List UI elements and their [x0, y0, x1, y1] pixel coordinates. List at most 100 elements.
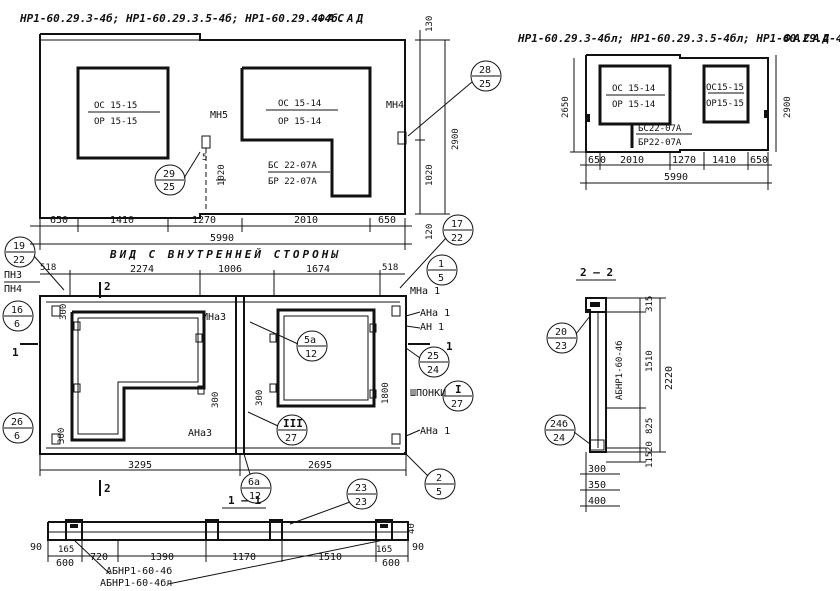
inner-opening-left — [70, 310, 206, 442]
svg-text:2900: 2900 — [783, 96, 793, 118]
facade-dims-vertical: 130 2900 1020 120 — [415, 16, 461, 240]
svg-text:825: 825 — [645, 418, 655, 434]
svg-text:III: III — [283, 417, 303, 430]
label-mna1: МНа 1 — [410, 286, 440, 297]
svg-text:25: 25 — [479, 79, 491, 90]
svg-text:1674: 1674 — [306, 264, 330, 275]
bubble-1-5: 1 5 — [426, 254, 458, 286]
label-ana1-bottom: АНа 1 — [420, 426, 450, 437]
section-22-profile: АБНР1-60-4б — [585, 297, 625, 453]
cut-1-right: 1 — [446, 340, 453, 353]
inner-dims-top: 518 2274 1006 1674 518 — [40, 263, 405, 296]
svg-text:22: 22 — [13, 255, 25, 266]
svg-text:29: 29 — [163, 169, 175, 180]
svg-text:ОС15-15: ОС15-15 — [706, 83, 744, 93]
window-right-label-bottom: ОР 15-14 — [278, 117, 321, 127]
door-label-top: БС 22-07А — [268, 161, 317, 171]
svg-text:650: 650 — [750, 155, 768, 166]
svg-text:518: 518 — [40, 263, 56, 273]
svg-text:300: 300 — [255, 390, 265, 406]
svg-text:1270: 1270 — [672, 155, 696, 166]
inner-panel: 300 300 300 300 1800 — [39, 295, 407, 455]
bubble-24b-24: 24б 24 — [544, 414, 591, 446]
svg-text:2: 2 — [436, 473, 442, 484]
svg-text:1: 1 — [438, 259, 444, 270]
svg-text:27: 27 — [451, 399, 463, 410]
svg-text:165: 165 — [376, 545, 392, 555]
svg-text:600: 600 — [382, 558, 400, 569]
svg-text:2010: 2010 — [620, 155, 644, 166]
svg-text:23: 23 — [555, 341, 567, 352]
svg-text:300: 300 — [211, 392, 221, 408]
svg-text:1006: 1006 — [218, 264, 242, 275]
anchor-label-a: АБНР1-60-4б — [106, 565, 172, 577]
svg-text:16: 16 — [11, 305, 23, 316]
label-pn4: ПН4 — [4, 284, 22, 295]
label-shponki: ШПОНКИ — [410, 388, 446, 399]
bubble-25-24: 25 24 — [405, 346, 450, 378]
door-label-bottom: БР 22-07А — [268, 177, 317, 187]
bubble-26-6: 26 6 — [2, 412, 34, 444]
svg-text:1390: 1390 — [150, 552, 174, 563]
dim-1020-mid: 1020 — [217, 164, 227, 186]
svg-text:12: 12 — [249, 491, 261, 502]
svg-text:БР22-07А: БР22-07А — [638, 138, 682, 148]
svg-text:ОР 15-14: ОР 15-14 — [612, 100, 655, 110]
svg-text:2695: 2695 — [308, 460, 332, 471]
svg-text:23: 23 — [355, 483, 367, 494]
svg-text:27: 27 — [285, 433, 297, 444]
svg-text:650: 650 — [50, 215, 68, 226]
bubble-28-25: 28 25 — [407, 60, 502, 137]
svg-text:6а: 6а — [248, 477, 260, 488]
label-pn3: ПН3 — [4, 270, 22, 281]
svg-text:1170: 1170 — [232, 552, 256, 563]
svg-text:165: 165 — [58, 545, 74, 555]
facade-small-dims: 2650 2900 650 2010 1270 1410 650 5990 — [561, 55, 793, 190]
label-an1: АН 1 — [420, 322, 444, 333]
svg-text:2274: 2274 — [130, 264, 154, 275]
dim-5: 5 — [202, 153, 207, 163]
window-left-label-bottom: ОР 15-15 — [94, 117, 137, 127]
svg-text:90: 90 — [30, 542, 42, 553]
svg-text:2220: 2220 — [664, 366, 675, 390]
svg-text:20: 20 — [555, 327, 567, 338]
svg-text:19: 19 — [13, 241, 25, 252]
svg-text:300: 300 — [59, 304, 69, 320]
svg-text:6: 6 — [14, 431, 20, 442]
svg-text:5: 5 — [436, 487, 442, 498]
section-22-mark: АБНР1-60-4б — [614, 340, 625, 400]
svg-text:300: 300 — [57, 428, 67, 444]
window-left-label-top: ОС 15-15 — [94, 101, 137, 111]
section-22-dims: 315 1510 825 20 115 2220 300 350 400 — [580, 296, 675, 512]
facade-dims-horizontal: 650 1410 1270 2010 650 5990 — [30, 215, 412, 250]
dim-2900: 2900 — [451, 128, 461, 150]
bubble-5a-12: 5а 12 — [249, 321, 328, 362]
svg-text:1510: 1510 — [645, 350, 655, 372]
svg-text:ОС 15-14: ОС 15-14 — [612, 84, 655, 94]
svg-text:2010: 2010 — [294, 215, 318, 226]
svg-text:115: 115 — [645, 452, 655, 468]
svg-text:24: 24 — [427, 365, 439, 376]
svg-text:28: 28 — [479, 65, 491, 76]
svg-text:315: 315 — [645, 296, 655, 312]
svg-text:26: 26 — [11, 417, 23, 428]
inner-opening-right — [276, 308, 376, 408]
svg-text:23: 23 — [355, 497, 367, 508]
svg-text:2650: 2650 — [561, 96, 571, 118]
inner-dims-bottom: 3295 2695 — [39, 454, 407, 476]
window-right-label-top: ОС 15-14 — [278, 99, 321, 109]
cut-2-bottom: 2 — [104, 482, 111, 495]
anchor-label-b: АБНР1-60-4бл — [100, 577, 172, 589]
svg-text:20: 20 — [645, 441, 655, 452]
svg-text:400: 400 — [588, 496, 606, 507]
cut-1-left: 1 — [12, 346, 19, 359]
svg-text:25: 25 — [427, 351, 439, 362]
facade-mirror-word: ФАСАД — [784, 32, 832, 45]
label-mn4: МН4 — [386, 100, 404, 111]
label-mn5: МН5 — [210, 110, 228, 121]
bubble-20-23: 20 23 — [546, 315, 591, 354]
inner-view-title: ВИД С ВНУТРЕННЕЙ СТОРОНЫ — [109, 248, 341, 261]
facade-small-panel: ОС 15-14 ОР 15-14 БС22-07А БР22-07А ОС15… — [585, 54, 769, 153]
section-22-title: 2 — 2 — [580, 266, 613, 279]
